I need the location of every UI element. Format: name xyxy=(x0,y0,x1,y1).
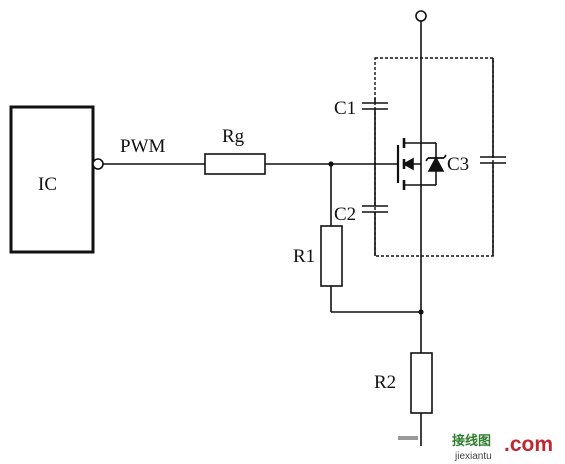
label-pwm: PWM xyxy=(120,136,166,157)
label-r2: R2 xyxy=(374,372,396,393)
label-c2: C2 xyxy=(334,204,356,225)
resistor-r1 xyxy=(320,225,343,287)
label-rg: Rg xyxy=(222,126,245,147)
watermark-brand: 接线图 xyxy=(452,433,491,449)
watermark: 接线图 .com jiexiantu xyxy=(398,433,553,462)
ic-block xyxy=(9,105,95,254)
watermark-subtext: jiexiantu xyxy=(454,451,492,462)
label-ic: IC xyxy=(38,174,57,195)
resistor-rg xyxy=(204,153,266,175)
mosfet-symbol xyxy=(396,138,447,190)
parasitic-capacitance-box xyxy=(374,57,494,257)
watermark-domain: .com xyxy=(504,433,553,456)
resistor-r2 xyxy=(410,352,433,414)
label-c3: C3 xyxy=(447,154,469,175)
ic-output-pin xyxy=(92,158,104,170)
label-c1: C1 xyxy=(334,98,356,119)
label-r1: R1 xyxy=(293,246,315,267)
supply-terminal xyxy=(415,10,427,22)
